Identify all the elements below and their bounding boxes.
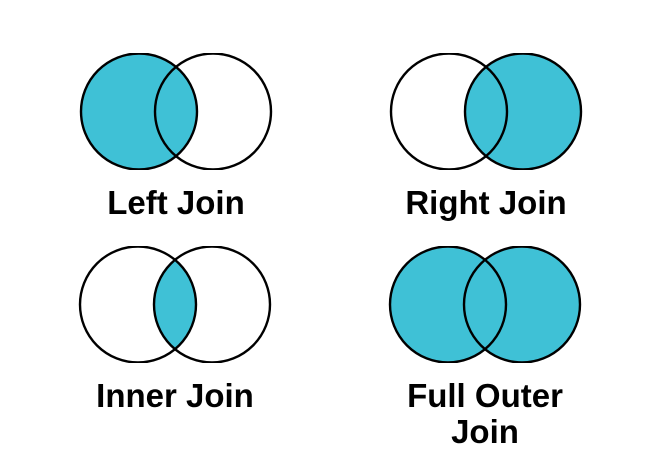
intersection-region <box>154 246 196 363</box>
left-circle-outline <box>389 53 509 170</box>
venn-full-outer-join: Full Outer Join <box>365 246 605 450</box>
right-join-venn-diagram <box>389 53 583 170</box>
left-circle-outline <box>388 246 508 363</box>
full-outer-join-venn-diagram <box>388 246 582 363</box>
right-circle-outline <box>463 53 583 170</box>
intersection-region <box>465 53 507 170</box>
inner-join-venn-diagram <box>78 246 272 363</box>
left-join-label: Left Join <box>107 184 245 221</box>
full-outer-join-label: Full Outer Join <box>407 377 563 450</box>
intersection-region <box>464 246 506 363</box>
left-circle-outline <box>79 53 199 170</box>
intersection-region <box>155 53 197 170</box>
right-circle-outline <box>152 246 272 363</box>
inner-join-label: Inner Join <box>96 377 254 414</box>
right-circle-outline <box>153 53 273 170</box>
left-circle-outline <box>78 246 198 363</box>
left-join-venn-diagram <box>79 53 273 170</box>
right-circle-outline <box>462 246 582 363</box>
venn-right-join: Right Join <box>366 53 606 221</box>
venn-left-join: Left Join <box>56 53 296 221</box>
venn-inner-join: Inner Join <box>55 246 295 414</box>
right-join-label: Right Join <box>405 184 567 221</box>
